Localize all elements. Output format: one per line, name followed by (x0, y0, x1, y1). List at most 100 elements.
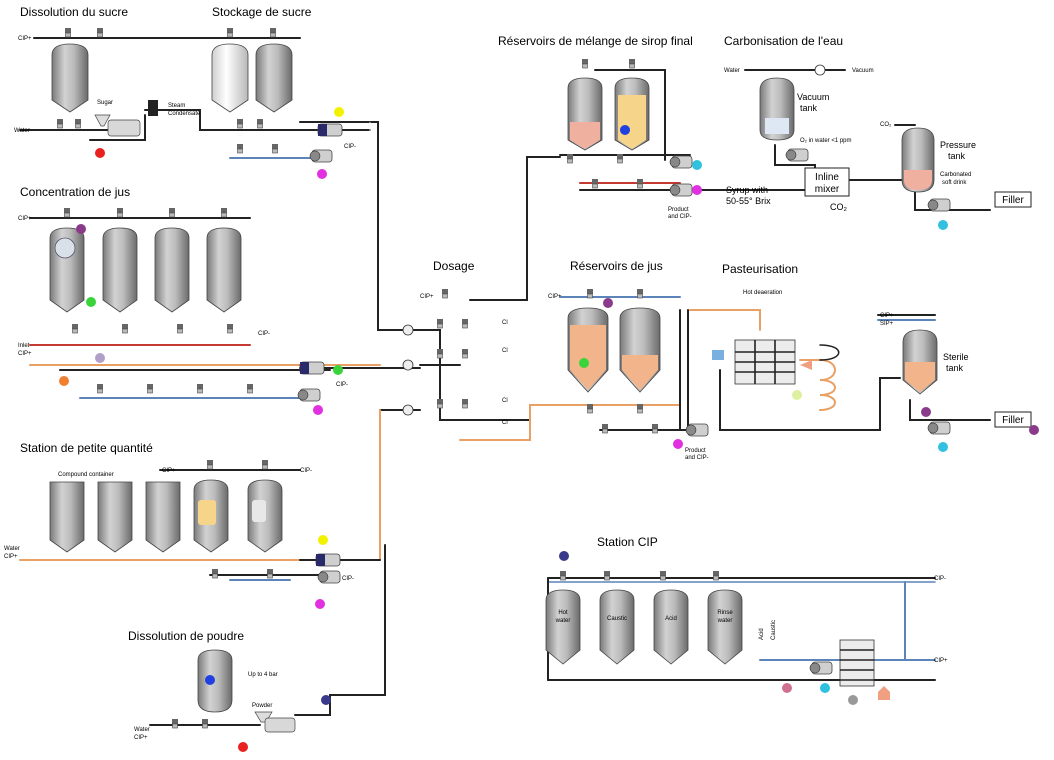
status-dot-navy-2[interactable] (559, 551, 569, 561)
sugar-hopper (94, 114, 111, 127)
status-dot-green-3[interactable] (579, 358, 589, 368)
cip-heat-exchanger (839, 639, 875, 687)
cip-tank-acid: Acid (653, 589, 689, 665)
status-dot-lightgreen[interactable] (792, 390, 802, 400)
title-small-quantity: Station de petite quantité (20, 441, 153, 455)
label-syrup-2: 50-55° Brix (726, 196, 771, 206)
filler-button-1[interactable]: Filler (994, 191, 1032, 208)
powder-mixer (264, 717, 296, 733)
title-pasteurisation: Pasteurisation (722, 262, 798, 276)
syrup-tank-1 (567, 77, 603, 151)
label-pressure-tank-1: Pressure (940, 140, 976, 150)
cip-tank-rinse-water: Rinse water (707, 589, 743, 665)
status-dot-magenta-4[interactable] (673, 439, 683, 449)
label-inline-mixer-1: Inline (815, 172, 839, 183)
sugar-mixer (107, 119, 141, 137)
label-cip-plus-2: CIP+ (18, 216, 32, 222)
status-dot-cyan-4[interactable] (820, 683, 830, 693)
label-cl-3: Cl (502, 398, 508, 404)
status-dot-cyan[interactable] (692, 160, 702, 170)
label-inlet: Inlet (18, 343, 30, 349)
flowmeter-icon-2 (402, 359, 414, 371)
label-cl-4: Cl (502, 420, 508, 426)
label-cip-minus-6: CIP- (934, 576, 946, 582)
label-sterile-tank-2: tank (946, 363, 964, 373)
status-dot-rose[interactable] (782, 683, 792, 693)
syrup-tank-2 (614, 77, 650, 151)
flowmeter-icon (402, 324, 414, 336)
inline-mixer[interactable]: Inline mixer (804, 167, 850, 197)
label-cip-minus-2: CIP- (258, 331, 270, 337)
vacuum-pump-icon (814, 64, 826, 76)
status-dot-orange[interactable] (59, 376, 69, 386)
status-dot-purple-4[interactable] (1029, 425, 1039, 435)
status-dot-purple-2[interactable] (603, 298, 613, 308)
status-dot-yellow-2[interactable] (318, 535, 328, 545)
label-hot-water-1: Hot (558, 610, 568, 616)
label-filler-2: Filler (1002, 415, 1024, 426)
status-dot-magenta-3[interactable] (692, 185, 702, 195)
pasteurisation-area: Hot deaeration CIP+ SIP+ Sterile tank Fi… (712, 290, 1039, 452)
pressure-tank (901, 127, 935, 193)
label-water: Water (14, 128, 30, 134)
title-cip-station: Station CIP (597, 535, 658, 549)
label-caustic: Caustic (607, 616, 627, 622)
label-cip-plus: CIP+ (18, 36, 32, 42)
label-sip-plus: SIP+ (880, 321, 894, 327)
label-product-cip-3: Product (685, 448, 706, 454)
status-dot-magenta[interactable] (317, 169, 327, 179)
cip-tank-caustic: Caustic (599, 589, 635, 665)
sugar-silo-2 (255, 43, 293, 113)
status-dot-magenta-5[interactable] (315, 599, 325, 609)
status-dot-red[interactable] (95, 148, 105, 158)
sugar-storage-area: CIP- (211, 27, 356, 179)
label-co2-2: CO₂ (880, 122, 892, 128)
status-dot-lavender[interactable] (95, 353, 105, 363)
heat-arrow-icon (800, 360, 812, 370)
label-acid: Acid (665, 616, 677, 622)
status-dot-purple[interactable] (76, 224, 86, 234)
juice-tanks-area: CIP+ Product and CIP- (548, 288, 709, 461)
cip-station-area: Hot water Caustic Acid Rinse water CIP- … (545, 551, 948, 705)
status-dot-red-2[interactable] (238, 742, 248, 752)
status-dot-grey[interactable] (848, 695, 858, 705)
label-caustic-2: Caustic (771, 620, 777, 640)
status-dot-yellow[interactable] (334, 107, 344, 117)
label-cip-plus-3: CIP+ (18, 351, 32, 357)
status-dot-navy[interactable] (321, 695, 331, 705)
label-cl-2: Cl (502, 348, 508, 354)
steam-icon (878, 686, 890, 700)
status-dot-cyan-3[interactable] (938, 442, 948, 452)
status-dot-magenta-2[interactable] (313, 405, 323, 415)
section-titles: Dissolution du sucre Stockage de sucre R… (20, 5, 843, 643)
label-cip-minus-3: CIP- (336, 382, 348, 388)
filler-button-2[interactable]: Filler (994, 411, 1032, 428)
sugar-silo-1 (211, 43, 249, 113)
status-dot-purple-3[interactable] (921, 407, 931, 417)
label-product-cip-4: and CIP- (685, 455, 709, 461)
sugar-dissolution-area: CIP+ Water Sugar Steam Condensate (14, 27, 201, 158)
status-dot-green-2[interactable] (333, 365, 343, 375)
heat-exchanger-icon (148, 100, 158, 116)
plate-heat-exchanger (734, 339, 796, 385)
compound-tank-5 (247, 479, 283, 553)
label-sterile-tank-1: Sterile (943, 352, 969, 362)
concentration-tank-3 (154, 227, 190, 313)
status-dot-blue-2[interactable] (205, 675, 215, 685)
concentration-tank-4 (206, 227, 242, 313)
syrup-mixing-area: Product and CIP- Syrup with 50-55° Brix (566, 58, 771, 220)
small-quantity-area: CIP+ CIP- Compound container Water CIP+ … (4, 459, 354, 609)
status-dot-cyan-2[interactable] (938, 220, 948, 230)
cip-tank-hot-water: Hot water (545, 589, 581, 665)
juice-concentration-area: CIP+ Inlet CIP+ CIP- CIP- (18, 207, 348, 415)
compound-tank-4 (193, 479, 229, 553)
water-carbonation-area: Water Vacuum Vacuum tank O₂ in water <1 … (724, 64, 1032, 230)
flowmeter-icon-3 (402, 404, 414, 416)
label-o2-water: O₂ in water <1 ppm (800, 138, 852, 144)
status-dot-blue[interactable] (620, 125, 630, 135)
label-powder: Powder (252, 703, 272, 709)
status-dot-green[interactable] (86, 297, 96, 307)
label-up-to-4-bar: Up to 4 bar (248, 672, 278, 678)
label-vacuum-tank-2: tank (800, 103, 818, 113)
label-product-cip-1: Product (668, 207, 689, 213)
